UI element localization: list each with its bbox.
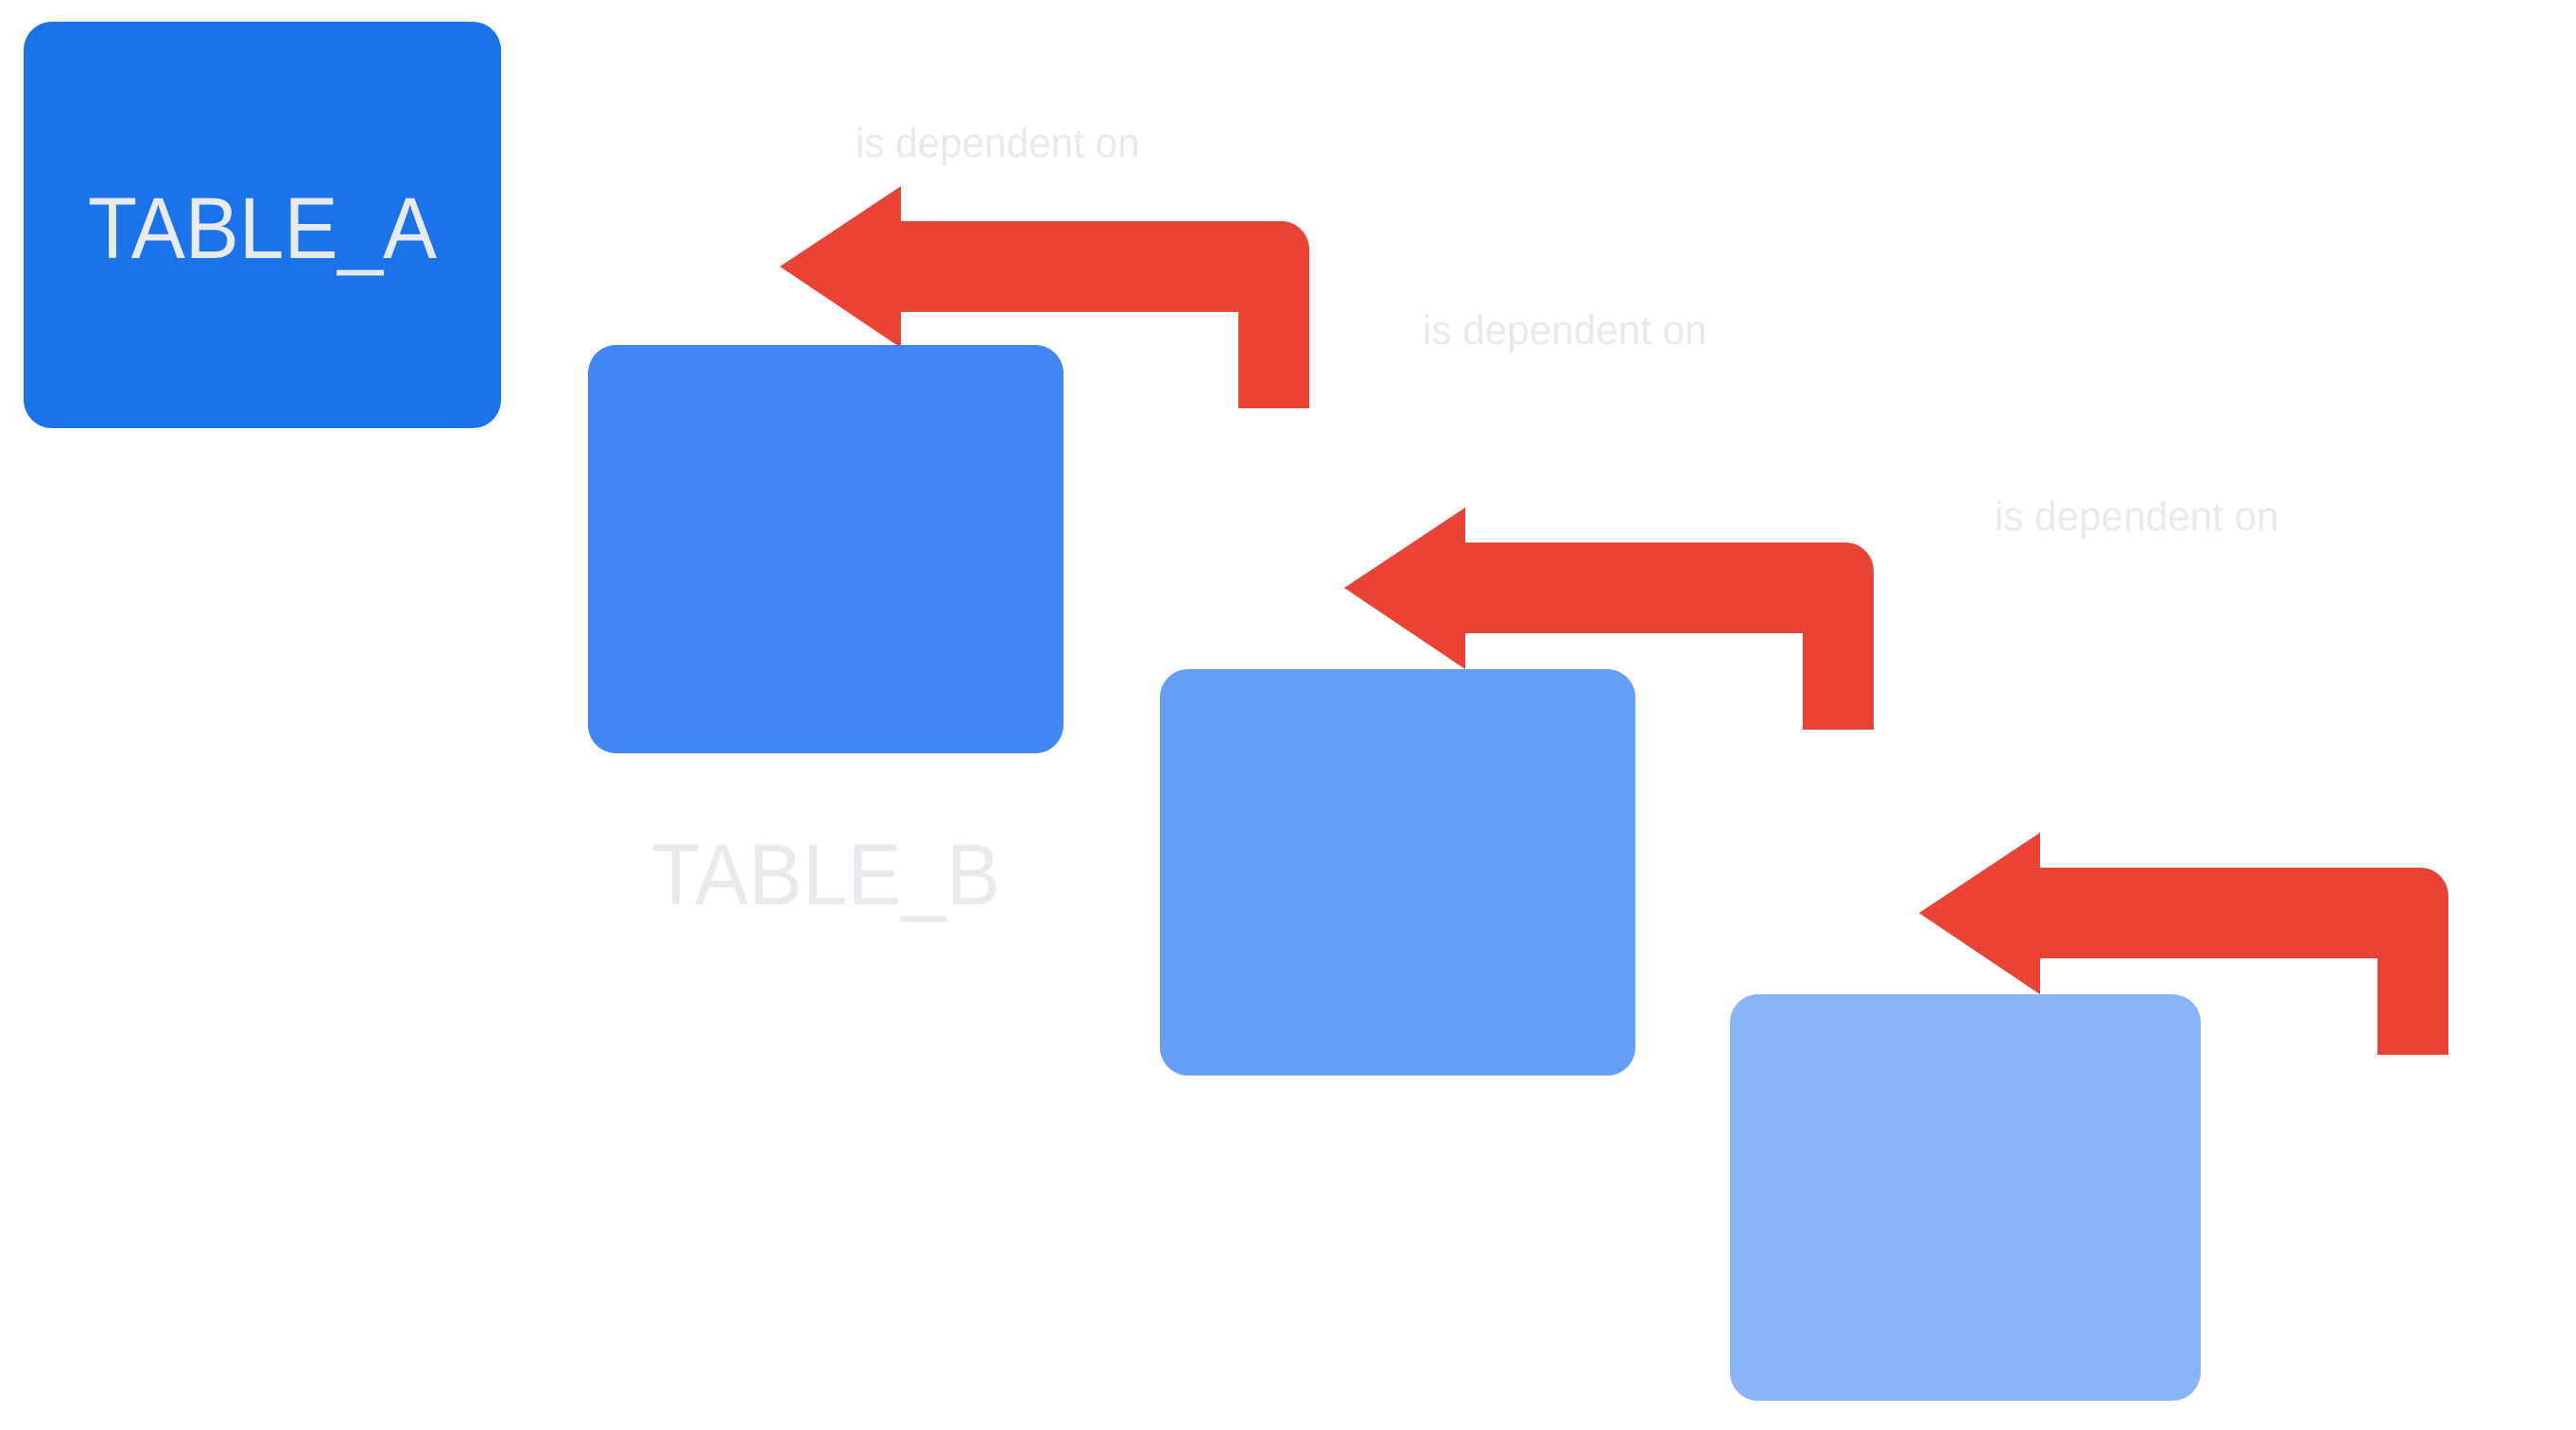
edge-label-table-c-table-d: is dependent on xyxy=(1995,493,2279,540)
node-table-a[interactable]: TABLE_A xyxy=(24,22,501,428)
node-table-c[interactable]: TABLE_C xyxy=(1160,669,1635,1076)
node-label-table-b: TABLE_B xyxy=(650,827,1001,923)
edge-table-c-depends-on-table-d[interactable] xyxy=(1919,817,2448,1072)
arrow-left-elbow-icon xyxy=(1919,833,2448,1055)
edge-label-table-a-table-b: is dependent on xyxy=(856,120,1140,166)
arrow-left-elbow-icon xyxy=(1344,508,1874,730)
node-table-d[interactable]: TABLE_D xyxy=(1730,994,2201,1401)
edge-label-table-b-table-c: is dependent on xyxy=(1423,307,1707,353)
arrow-left-elbow-icon xyxy=(780,186,1309,408)
edge-table-b-depends-on-table-c[interactable] xyxy=(1344,491,1874,747)
node-label-table-a: TABLE_A xyxy=(87,181,438,277)
node-table-b[interactable]: TABLE_B xyxy=(588,345,1063,919)
edge-table-a-depends-on-table-b[interactable] xyxy=(780,170,1309,425)
